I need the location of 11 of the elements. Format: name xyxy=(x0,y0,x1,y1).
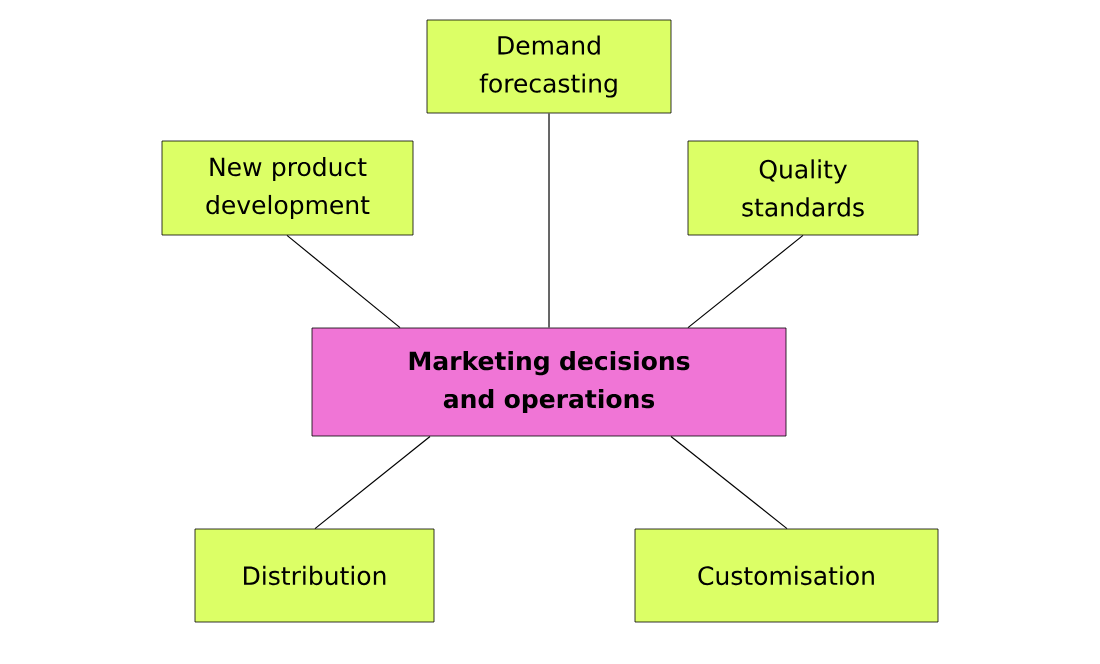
connector-line xyxy=(548,112,550,329)
central-box: Marketing decisions and operations xyxy=(311,327,787,437)
connector-line xyxy=(670,435,788,530)
topic-box: Quality standards xyxy=(687,140,919,236)
topic-box: Distribution xyxy=(194,528,435,623)
topic-box: Customisation xyxy=(634,528,939,623)
topic-box: New product development xyxy=(161,140,414,236)
connector-line xyxy=(286,234,401,329)
connector-line xyxy=(314,435,431,530)
connector-line xyxy=(687,234,804,329)
topic-box: Demand forecasting xyxy=(426,19,672,114)
